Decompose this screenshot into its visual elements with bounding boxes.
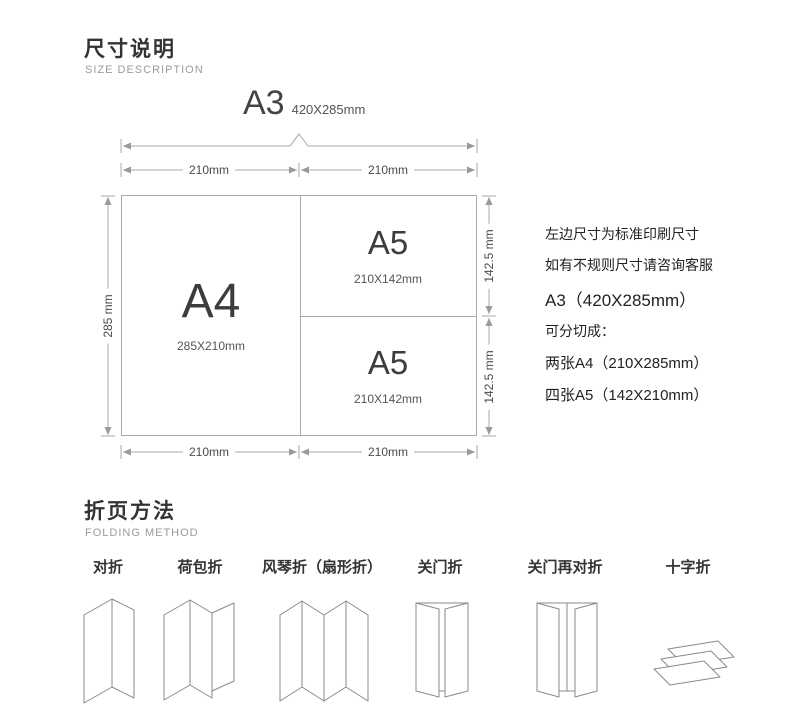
- a4-panel-label: A4: [181, 275, 241, 328]
- vertical-cut-line: [300, 196, 301, 435]
- size-section-subtitle: SIZE DESCRIPTION: [85, 64, 204, 76]
- horizontal-cut-line: [300, 316, 476, 317]
- a5-bottom-panel: A5 210X142mm: [300, 317, 476, 435]
- fold-method-label: 十字折: [665, 559, 711, 576]
- fold-method-label: 荷包折: [177, 559, 223, 576]
- fold-method-wallet-fold: 荷包折: [125, 556, 275, 714]
- fold-method-cross-fold: 十字折: [613, 556, 763, 714]
- note-line: 如有不规则尺寸请咨询客服: [545, 257, 713, 273]
- a3-header: A3 420X285mm: [243, 84, 365, 123]
- a3-label: A3: [243, 84, 285, 122]
- dim-left-height: 285 mm: [101, 288, 115, 344]
- wallet-fold-diagram: [163, 599, 235, 701]
- fold-method-half-fold: 对折: [33, 556, 183, 714]
- note-line: 两张A4（210X285mm）: [545, 355, 709, 372]
- fold-method-label: 关门折: [417, 559, 463, 576]
- fold-method-label: 风琴折（扇形折）: [261, 559, 382, 576]
- gate-fold-diagram: [415, 602, 469, 698]
- size-notes: 左边尺寸为标准印刷尺寸 如有不规则尺寸请咨询客服 A3（420X285mm） 可…: [545, 224, 713, 416]
- dim-right-top: 142.5 mm: [482, 223, 496, 289]
- a5-bottom-panel-size: 210X142mm: [353, 392, 423, 406]
- note-line: A3（420X285mm）: [545, 291, 697, 310]
- a5-top-panel: A5 210X142mm: [300, 196, 476, 316]
- accordion-fold-diagram: [279, 600, 369, 702]
- fold-method-label: 关门再对折: [527, 559, 603, 576]
- fold-method-accordion-fold: 风琴折（扇形折）: [247, 556, 397, 714]
- dim-top-left: 210mm: [182, 163, 236, 177]
- half-fold-diagram: [83, 598, 135, 704]
- a3-sheet-diagram: A4 285X210mm A5 210X142mm A5 210X142mm: [121, 195, 477, 436]
- dim-right-bottom: 142.5 mm: [482, 344, 496, 410]
- fold-method-gate-half-fold: 关门再对折: [490, 556, 640, 714]
- a4-panel: A4 285X210mm: [122, 196, 300, 435]
- note-line: 左边尺寸为标准印刷尺寸: [545, 226, 699, 242]
- a4-panel-size: 285X210mm: [176, 339, 246, 353]
- gate-half-fold-diagram: [536, 602, 598, 698]
- cross-fold-diagram: [653, 640, 735, 686]
- fold-method-label: 对折: [92, 559, 123, 576]
- fold-method-gate-fold: 关门折: [365, 556, 515, 714]
- a5-top-panel-label: A5: [367, 224, 409, 261]
- folding-section-title: 折页方法: [84, 500, 176, 523]
- dim-bottom-right: 210mm: [361, 445, 415, 459]
- note-line: 可分切成：: [545, 323, 615, 339]
- dim-bottom-left: 210mm: [182, 445, 236, 459]
- dim-top-right: 210mm: [361, 163, 415, 177]
- a5-bottom-panel-label: A5: [367, 344, 409, 381]
- size-section-title: 尺寸说明: [84, 38, 176, 61]
- a5-top-panel-size: 210X142mm: [353, 272, 423, 286]
- note-line: 四张A5（142X210mm）: [545, 387, 709, 404]
- a3-size-label: 420X285mm: [291, 102, 366, 117]
- folding-section-subtitle: FOLDING METHOD: [85, 527, 199, 539]
